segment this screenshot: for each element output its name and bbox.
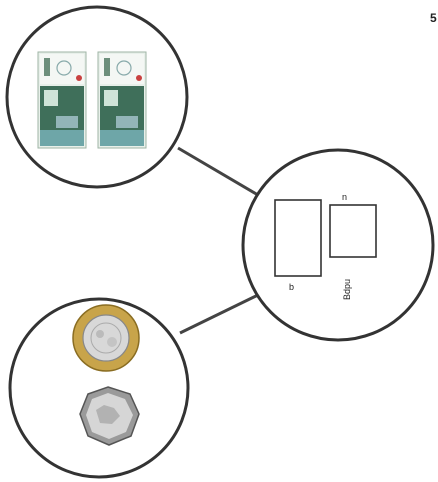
heptagonal-coin-icon: [80, 387, 139, 445]
banknote-icon: [98, 52, 146, 148]
banknote-symbol-label: b: [289, 282, 294, 292]
connector-coins-to-hub: [180, 295, 258, 333]
coin-symbol: [330, 205, 376, 257]
coin-symbol-bottom-label: Bdpu: [342, 279, 352, 300]
bimetallic-coin-icon: [73, 305, 139, 371]
banknote-bubble: [7, 7, 187, 187]
hub-bubble: b n Bdpu: [243, 150, 433, 340]
banknote-symbol: [275, 200, 321, 276]
coin-symbol-top-label: n: [342, 192, 347, 202]
banknote-icon: [38, 52, 86, 148]
coin-bubble: [10, 299, 188, 477]
corner-mark: 5: [430, 11, 437, 25]
connector-banknotes-to-hub: [178, 148, 258, 195]
